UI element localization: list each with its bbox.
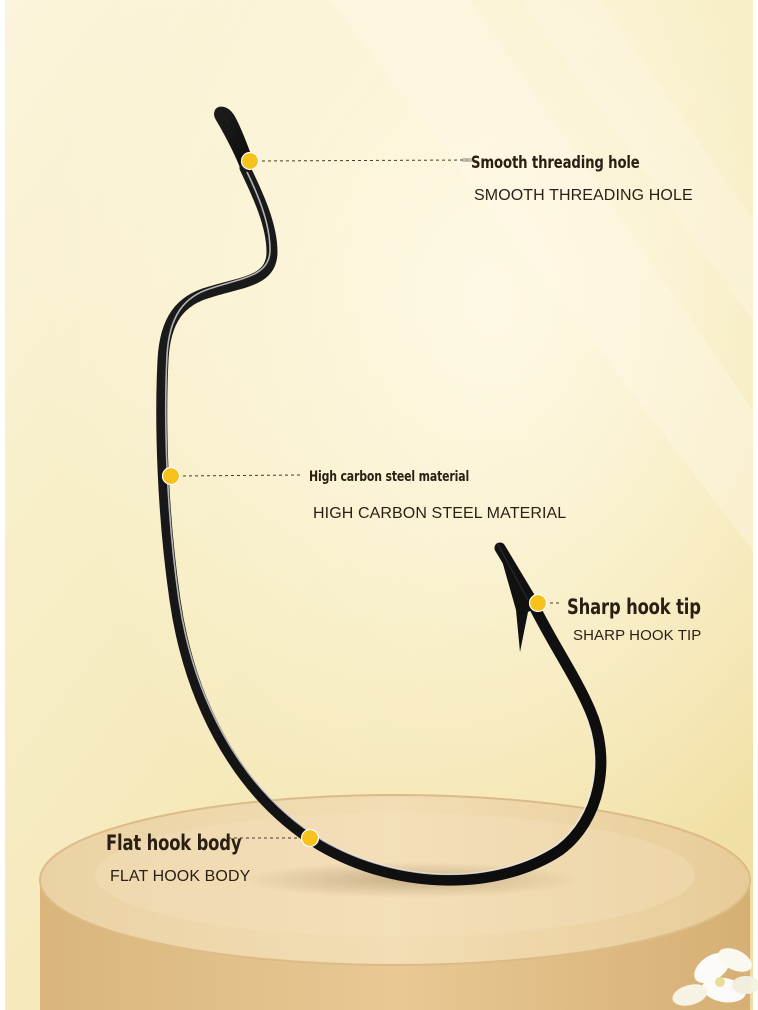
hook-body-subtitle: FLAT HOOK BODY	[110, 868, 251, 885]
wooden-podium	[39, 794, 751, 1010]
hook-tip-subtitle: SHARP HOOK TIP	[573, 627, 702, 644]
hook-tip-title: Sharp hook tip	[567, 595, 701, 619]
threading-hole-title: Smooth threading hole	[471, 153, 640, 173]
material-subtitle: HIGH CARBON STEEL MATERIAL	[313, 505, 567, 522]
fishing-hook	[156, 106, 607, 886]
threading-hole-subtitle: SMOOTH THREADING HOLE	[474, 187, 693, 204]
flower-decoration	[672, 948, 758, 1006]
callout-markers	[161, 151, 548, 848]
marker-material	[161, 466, 181, 486]
marker-threading-hole	[240, 151, 260, 171]
material-title: High carbon steel material	[309, 469, 470, 485]
marker-hook-tip	[528, 593, 548, 613]
hook-body-title: Flat hook body	[106, 831, 242, 855]
marker-hook-body	[300, 828, 320, 848]
